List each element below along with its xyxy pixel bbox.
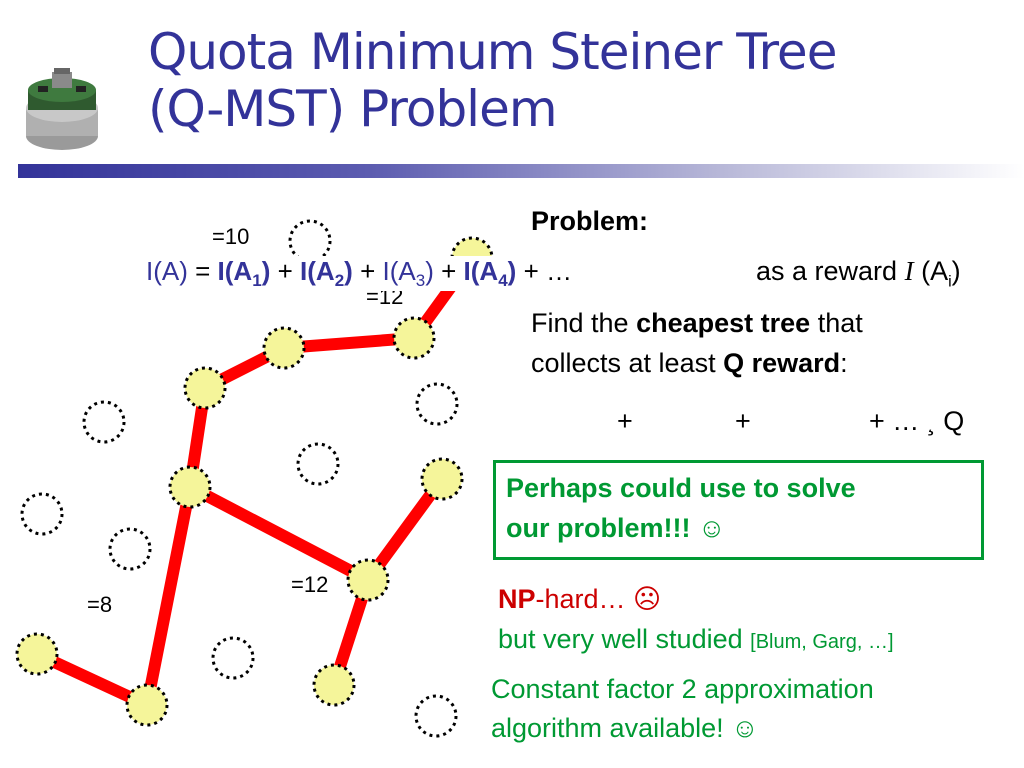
steiner-node (288, 219, 332, 263)
np-rest: -hard… ☹ (535, 584, 662, 614)
callout-box: Perhaps could use to solve our problem!!… (493, 460, 984, 560)
title-divider (18, 164, 1024, 178)
formula-plus: + (360, 256, 376, 286)
sum-plus-1: + (617, 406, 633, 436)
steiner-node (108, 527, 152, 571)
formula-term-sub: 1 (252, 271, 262, 291)
studied-text: but very well studied (498, 624, 743, 654)
steiner-node (211, 636, 255, 680)
np-bold: NP (498, 584, 536, 614)
steiner-node (296, 442, 340, 486)
studied-citation: [Blum, Garg, …] (750, 631, 894, 653)
formula-plus: + (441, 256, 457, 286)
tree-nodes (15, 236, 494, 727)
reward-symbol: I (904, 256, 914, 286)
formula-term-close: ) (425, 256, 434, 286)
tree-edge (141, 481, 196, 711)
formula-term-2: I(A2) (300, 256, 353, 290)
steiner-node (82, 400, 126, 444)
problem-heading: Problem: (531, 206, 649, 236)
np-hard-note: NP-hard… ☹ (498, 584, 661, 615)
formula-term-4: I(A4) (463, 256, 517, 290)
slide-title: Quota Minimum Steiner Tree (Q-MST) Probl… (148, 23, 837, 138)
reward-arg-open: (A (921, 256, 949, 286)
reward-sum-formula: I(A) = I(A1) + I(A2) + I(A3) + I(A4) + … (144, 256, 574, 292)
formula-tail: + … (523, 256, 572, 286)
tree-node (392, 316, 436, 360)
tree-node (125, 683, 169, 727)
collects-line: collects at least Q reward: (531, 348, 848, 379)
tree-node (420, 457, 464, 501)
formula-term-3: I(A3) (382, 256, 434, 290)
formula-term-1: I(A1) (217, 256, 271, 290)
approx-line-1: Constant factor 2 approximation (491, 674, 874, 704)
reward-description: as a reward I (Ai) (756, 256, 961, 291)
title-line-1: Quota Minimum Steiner Tree (148, 23, 837, 81)
formula-term-sub: 2 (334, 271, 345, 291)
empty-nodes (20, 219, 459, 738)
collects-pre: collects at least (531, 348, 716, 378)
collects-post: : (840, 348, 848, 378)
formula-term-close: ) (261, 256, 271, 286)
tree-node (312, 663, 356, 707)
node-reward-label-middle: =12 (291, 572, 329, 597)
formula-term-text: I(A (217, 256, 253, 286)
formula-lhs: I(A) (146, 256, 188, 286)
tree-node (183, 366, 227, 410)
tree-edge (278, 332, 420, 354)
steiner-node (20, 492, 64, 536)
find-pre: Find the (531, 308, 629, 338)
reward-arg-close: ) (951, 256, 961, 286)
studied-note: but very well studied [Blum, Garg, …] (498, 624, 894, 655)
formula-term-text: I(A (300, 256, 335, 286)
sensor-mote-logo (26, 68, 98, 150)
formula-equals: = (195, 256, 211, 286)
tree-node (262, 326, 306, 370)
tree-node (346, 558, 390, 602)
formula-term-text: I(A (382, 256, 416, 286)
formula-plus: + (277, 256, 293, 286)
approx-line-2: algorithm available! ☺ (491, 713, 759, 743)
reward-text: as a reward (756, 256, 898, 286)
steiner-node (414, 694, 458, 738)
formula-term-close: ) (507, 256, 517, 286)
node-reward-label-top: =10 (212, 224, 250, 249)
tree-node (168, 465, 212, 509)
reward-arg-sub: i (948, 273, 952, 291)
find-bold: cheapest tree (636, 308, 811, 338)
steiner-node (415, 382, 459, 426)
callout-line-1: Perhaps could use to solve (506, 473, 856, 503)
title-line-2: (Q-MST) Problem (148, 80, 558, 138)
node-reward-label-left: =8 (87, 592, 113, 617)
approximation-note: Constant factor 2 approximation algorith… (491, 670, 874, 748)
formula-term-text: I(A (463, 256, 499, 286)
sum-plus-2: + (735, 406, 751, 436)
collects-bold: Q reward (723, 348, 841, 378)
tree-node (15, 632, 59, 676)
formula-term-sub: 3 (415, 271, 426, 291)
formula-term-close: ) (344, 256, 353, 286)
tree-edge (184, 481, 374, 586)
find-post: that (817, 308, 863, 338)
sum-tail: + … ¸ Q (869, 406, 965, 436)
callout-line-2: our problem!!! ☺ (506, 513, 726, 543)
find-line: Find the cheapest tree that (531, 308, 863, 339)
formula-term-sub: 4 (498, 271, 508, 291)
